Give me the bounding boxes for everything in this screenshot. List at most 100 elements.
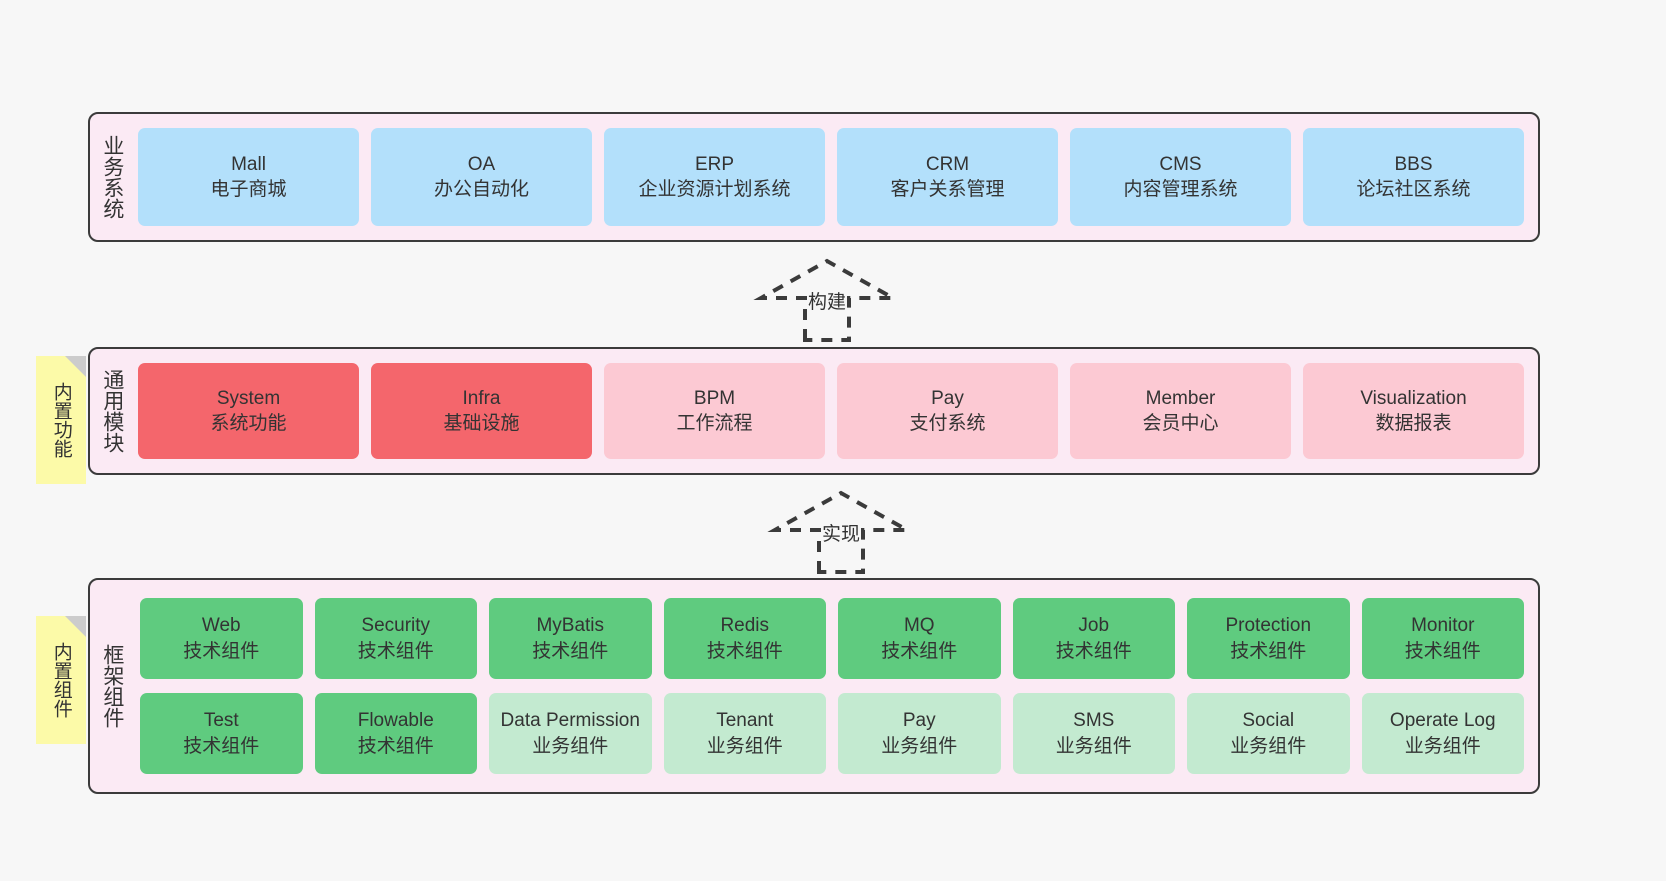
layer-title-framework-components: 框架组件 — [100, 644, 124, 728]
card-subtitle: 技术组件 — [183, 735, 260, 757]
card-subtitle: 技术组件 — [357, 640, 434, 662]
card-oa[interactable]: OA 办公自动化 — [371, 128, 592, 226]
card-operate-log[interactable]: Operate Log 业务组件 — [1361, 693, 1524, 774]
layer-common-modules: 通用模块 System 系统功能 Infra 基础设施 BPM 工作流程 Pay… — [88, 347, 1540, 475]
card-title: BPM — [693, 387, 736, 409]
card-title: Operate Log — [1389, 710, 1496, 732]
card-job[interactable]: Job 技术组件 — [1012, 598, 1175, 679]
card-member[interactable]: Member 会员中心 — [1070, 363, 1291, 459]
card-grid-common-modules: System 系统功能 Infra 基础设施 BPM 工作流程 Pay 支付系统… — [134, 349, 1538, 473]
card-test[interactable]: Test 技术组件 — [140, 693, 303, 774]
card-subtitle: 业务组件 — [1230, 735, 1307, 757]
card-protection[interactable]: Protection 技术组件 — [1187, 598, 1350, 679]
card-title: Visualization — [1360, 387, 1467, 409]
card-subtitle: 系统功能 — [210, 413, 287, 434]
card-tenant[interactable]: Tenant 业务组件 — [663, 693, 826, 774]
card-subtitle: 技术组件 — [706, 640, 783, 662]
card-subtitle: 业务组件 — [1404, 735, 1481, 757]
card-subtitle: 办公自动化 — [433, 179, 529, 200]
component-row-technical: Web 技术组件 Security 技术组件 MyBatis 技术组件 Redi… — [140, 598, 1524, 679]
card-title: Infra — [462, 387, 501, 409]
card-grid-framework-components: Web 技术组件 Security 技术组件 MyBatis 技术组件 Redi… — [134, 580, 1538, 792]
card-title: Security — [361, 615, 431, 637]
card-title: CMS — [1159, 153, 1202, 175]
card-title: Member — [1145, 387, 1216, 409]
card-title: Protection — [1225, 615, 1312, 637]
card-subtitle: 基础设施 — [443, 413, 520, 434]
card-title: Flowable — [357, 710, 434, 732]
card-crm[interactable]: CRM 客户关系管理 — [837, 128, 1058, 226]
card-security[interactable]: Security 技术组件 — [314, 598, 477, 679]
card-title: Test — [203, 710, 239, 732]
card-social[interactable]: Social 业务组件 — [1187, 693, 1350, 774]
card-cms[interactable]: CMS 内容管理系统 — [1070, 128, 1291, 226]
layer-framework-components: 框架组件 Web 技术组件 Security 技术组件 MyBatis 技术组件… — [88, 578, 1540, 794]
card-monitor[interactable]: Monitor 技术组件 — [1361, 598, 1524, 679]
page-fold-icon — [65, 356, 86, 377]
card-subtitle: 技术组件 — [1404, 640, 1481, 662]
card-subtitle: 业务组件 — [881, 735, 958, 757]
card-infra[interactable]: Infra 基础设施 — [371, 363, 592, 459]
card-grid-business-systems: Mall 电子商城 OA 办公自动化 ERP 企业资源计划系统 CRM 客户关系… — [134, 114, 1538, 240]
card-erp[interactable]: ERP 企业资源计划系统 — [604, 128, 825, 226]
component-row-business: Test 技术组件 Flowable 技术组件 Data Permission … — [140, 693, 1524, 774]
card-title: Redis — [720, 615, 770, 637]
card-subtitle: 技术组件 — [532, 640, 609, 662]
card-subtitle: 数据报表 — [1375, 413, 1452, 434]
card-subtitle: 业务组件 — [1055, 735, 1132, 757]
note-label: 内置组件 — [50, 642, 72, 718]
card-visualization[interactable]: Visualization 数据报表 — [1303, 363, 1524, 459]
card-subtitle: 内容管理系统 — [1123, 179, 1238, 200]
card-title: Pay — [902, 710, 936, 732]
card-subtitle: 技术组件 — [357, 735, 434, 757]
layer-title-common-modules: 通用模块 — [100, 369, 124, 453]
card-title: OA — [467, 153, 496, 175]
card-title: Monitor — [1411, 615, 1475, 637]
card-subtitle: 技术组件 — [881, 640, 958, 662]
card-title: CRM — [925, 153, 970, 175]
card-subtitle: 工作流程 — [676, 413, 753, 434]
layer-business-systems: 业务系统 Mall 电子商城 OA 办公自动化 ERP 企业资源计划系统 CRM… — [88, 112, 1540, 242]
note-builtin-features: 内置功能 — [36, 356, 86, 484]
card-redis[interactable]: Redis 技术组件 — [663, 598, 826, 679]
layer-title-business-systems: 业务系统 — [100, 135, 124, 219]
card-title: Data Permission — [500, 710, 640, 732]
note-label: 内置功能 — [50, 382, 72, 458]
card-bbs[interactable]: BBS 论坛社区系统 — [1303, 128, 1524, 226]
card-flowable[interactable]: Flowable 技术组件 — [314, 693, 477, 774]
card-subtitle: 支付系统 — [909, 413, 986, 434]
card-mq[interactable]: MQ 技术组件 — [838, 598, 1001, 679]
card-title: System — [216, 387, 281, 409]
build-arrow: 构建 — [753, 258, 901, 342]
card-subtitle: 会员中心 — [1142, 413, 1219, 434]
card-title: Tenant — [716, 710, 774, 732]
card-mall[interactable]: Mall 电子商城 — [138, 128, 359, 226]
card-subtitle: 业务组件 — [706, 735, 783, 757]
card-title: Job — [1078, 615, 1110, 637]
card-pay-component[interactable]: Pay 业务组件 — [838, 693, 1001, 774]
card-title: Pay — [931, 387, 964, 409]
card-bpm[interactable]: BPM 工作流程 — [604, 363, 825, 459]
card-subtitle: 技术组件 — [1230, 640, 1307, 662]
card-subtitle: 客户关系管理 — [890, 179, 1005, 200]
card-title: ERP — [694, 153, 735, 175]
card-mybatis[interactable]: MyBatis 技术组件 — [489, 598, 652, 679]
card-sms[interactable]: SMS 业务组件 — [1012, 693, 1175, 774]
card-subtitle: 电子商城 — [210, 179, 287, 200]
card-subtitle: 业务组件 — [532, 735, 609, 757]
card-title: Mall — [231, 153, 266, 175]
card-title: MyBatis — [536, 615, 605, 637]
card-subtitle: 论坛社区系统 — [1356, 179, 1471, 200]
card-subtitle: 企业资源计划系统 — [638, 179, 791, 200]
card-system[interactable]: System 系统功能 — [138, 363, 359, 459]
card-data-permission[interactable]: Data Permission 业务组件 — [489, 693, 652, 774]
note-builtin-components: 内置组件 — [36, 616, 86, 744]
card-web[interactable]: Web 技术组件 — [140, 598, 303, 679]
card-title: SMS — [1073, 710, 1115, 732]
card-subtitle: 技术组件 — [1055, 640, 1132, 662]
card-pay-module[interactable]: Pay 支付系统 — [837, 363, 1058, 459]
card-title: Web — [201, 615, 241, 637]
implement-arrow: 实现 — [767, 490, 915, 574]
card-title: MQ — [903, 615, 935, 637]
